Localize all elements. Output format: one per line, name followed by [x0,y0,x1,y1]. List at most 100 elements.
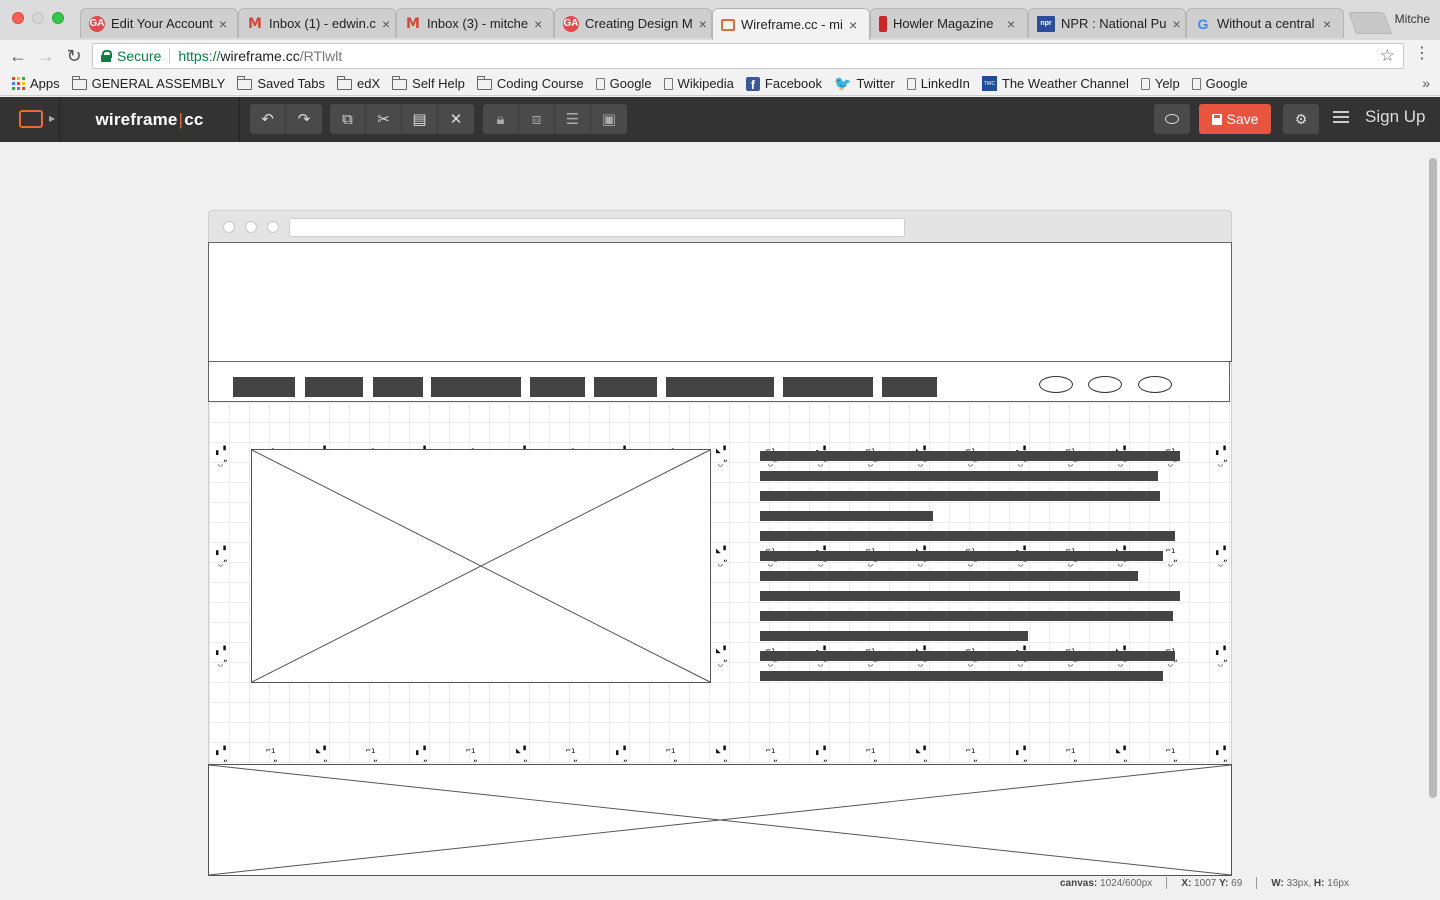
page-icon [1140,77,1150,90]
browser-tab[interactable]: M Inbox (1) - edwin.c × [238,8,396,38]
wireframe-nav-bar[interactable] [208,362,1230,402]
duplicate-icon[interactable]: ⧉ [330,104,366,134]
bookmark-link[interactable]: Google [595,76,652,91]
footer-image-placeholder[interactable] [208,764,1232,876]
vertical-scrollbar[interactable] [1429,158,1437,798]
nav-placeholder[interactable] [882,377,937,397]
nav-placeholder[interactable] [783,377,873,397]
url-scheme: https:// [178,48,221,64]
stencil-menu-button[interactable]: ▶ [0,97,60,142]
sign-up-link[interactable]: Sign Up [1365,107,1426,126]
url-path: /RTlwlt [299,48,343,64]
nav-placeholder[interactable] [373,377,423,397]
text-placeholder-line[interactable] [760,571,1138,581]
browser-tab[interactable]: Howler Magazine × [870,8,1028,38]
cut-icon[interactable]: ✂ [366,104,402,134]
text-placeholder-line[interactable] [760,531,1175,541]
close-tab-icon[interactable]: × [534,15,543,32]
text-placeholder-line[interactable] [760,491,1160,501]
y-value: 69 [1231,877,1243,889]
address-bar[interactable]: Secure https://wireframe.cc/RTlwlt ☆ [92,43,1404,69]
new-tab-button[interactable] [1347,12,1393,34]
lock-element-icon[interactable]: 🔒︎ [483,104,519,134]
text-placeholder-line[interactable] [760,451,1180,461]
divider [1256,877,1258,889]
browser-tab[interactable]: GA Creating Design M × [554,8,712,38]
close-tab-icon[interactable]: × [698,15,707,32]
browser-tab[interactable]: npr NPR : National Pu × [1028,8,1186,38]
text-placeholder-line[interactable] [760,591,1180,601]
browser-tab-active[interactable]: Wireframe.cc - mi × [712,8,870,40]
group-icon[interactable]: ▣ [601,111,617,128]
bookmark-folder[interactable]: Saved Tabs [237,76,325,91]
wireframe-header-box[interactable] [208,242,1232,362]
text-placeholder-line[interactable] [760,511,933,521]
back-arrow-icon[interactable]: ← [9,45,27,66]
canvas-area[interactable]: ▖▝◡ˮ⌐ı◡ˮ◣▝◡ˮ⌐ı◡ˮ▖▝◡ˮ⌐ı◡ˮ◣▝◡ˮ⌐ı◡ˮ▖▝◡ˮ⌐ı◡ˮ… [0,142,1440,900]
caret-right-icon: ▶ [49,114,56,123]
bookmark-label: Apps [30,76,60,91]
bookmark-link[interactable]: LinkedIn [906,76,970,91]
close-tab-icon[interactable]: × [381,15,391,32]
bookmark-folder[interactable]: Self Help [392,76,465,91]
wireframe-browser-frame[interactable] [208,210,1232,244]
nav-placeholder[interactable] [233,377,295,397]
close-tab-icon[interactable]: × [1172,15,1181,32]
nav-placeholder[interactable] [530,377,585,397]
text-placeholder-line[interactable] [760,651,1175,661]
redo-icon[interactable]: ↷ [297,111,311,128]
social-oval-placeholder[interactable] [1088,376,1122,393]
bookmark-label: Google [609,76,652,91]
bookmark-folder[interactable]: edX [337,76,380,91]
close-tab-icon[interactable]: × [1323,15,1332,32]
hamburger-menu-icon[interactable] [1333,110,1349,124]
bookmark-star-icon[interactable]: ☆ [1379,46,1395,65]
text-placeholder-line[interactable] [760,471,1158,481]
folder-icon [337,76,353,90]
profile-name[interactable]: Mitche [1394,12,1430,26]
reload-icon[interactable]: ↻ [66,45,82,66]
close-tab-icon[interactable]: × [849,16,858,33]
image-placeholder[interactable] [251,449,711,683]
align-left-icon[interactable]: ☰ [555,104,591,134]
close-tab-icon[interactable]: × [1007,15,1016,32]
browser-menu-icon[interactable]: ⋮ [1414,45,1430,62]
page-icon [1191,77,1201,90]
browser-tab[interactable]: GA Edit Your Account × [80,8,238,38]
social-oval-placeholder[interactable] [1039,376,1073,393]
undo-icon[interactable]: ↶ [250,104,286,134]
text-placeholder-line[interactable] [760,671,1163,681]
forward-arrow-icon[interactable]: → [37,45,55,66]
bring-to-front-icon[interactable]: ⧈ [519,104,555,134]
browser-tab[interactable]: G Without a central × [1186,8,1344,38]
settings-button[interactable]: ⚙ [1283,104,1319,134]
divider [1166,877,1168,889]
nav-placeholder[interactable] [666,377,774,397]
bookmarks-overflow-icon[interactable]: » [1422,75,1430,91]
delete-icon[interactable]: ✕ [449,111,463,128]
bookmark-apps[interactable]: Apps [12,76,60,91]
paste-icon[interactable]: ▤ [402,104,438,134]
save-button[interactable]: Save [1199,104,1271,134]
nav-placeholder[interactable] [431,377,521,397]
close-window-button[interactable] [12,12,24,24]
bookmark-link[interactable]: 🐦Twitter [834,75,895,92]
text-placeholder-line[interactable] [760,631,1028,641]
bookmark-link[interactable]: Google [1191,76,1248,91]
text-placeholder-line[interactable] [760,611,1173,621]
comment-button[interactable] [1154,104,1190,134]
bookmark-link[interactable]: Wikipedia [663,76,734,91]
text-placeholder-line[interactable] [760,551,1163,561]
bookmark-folder[interactable]: GENERAL ASSEMBLY [71,76,225,91]
maximize-window-button[interactable] [52,12,64,24]
browser-tab[interactable]: M Inbox (3) - mitche × [396,8,554,38]
nav-placeholder[interactable] [305,377,363,397]
minimize-window-button[interactable] [32,12,44,24]
bookmark-folder[interactable]: Coding Course [476,76,584,91]
bookmark-link[interactable]: Yelp [1140,76,1180,91]
close-tab-icon[interactable]: × [218,15,228,32]
social-oval-placeholder[interactable] [1138,376,1172,393]
nav-placeholder[interactable] [594,377,657,397]
